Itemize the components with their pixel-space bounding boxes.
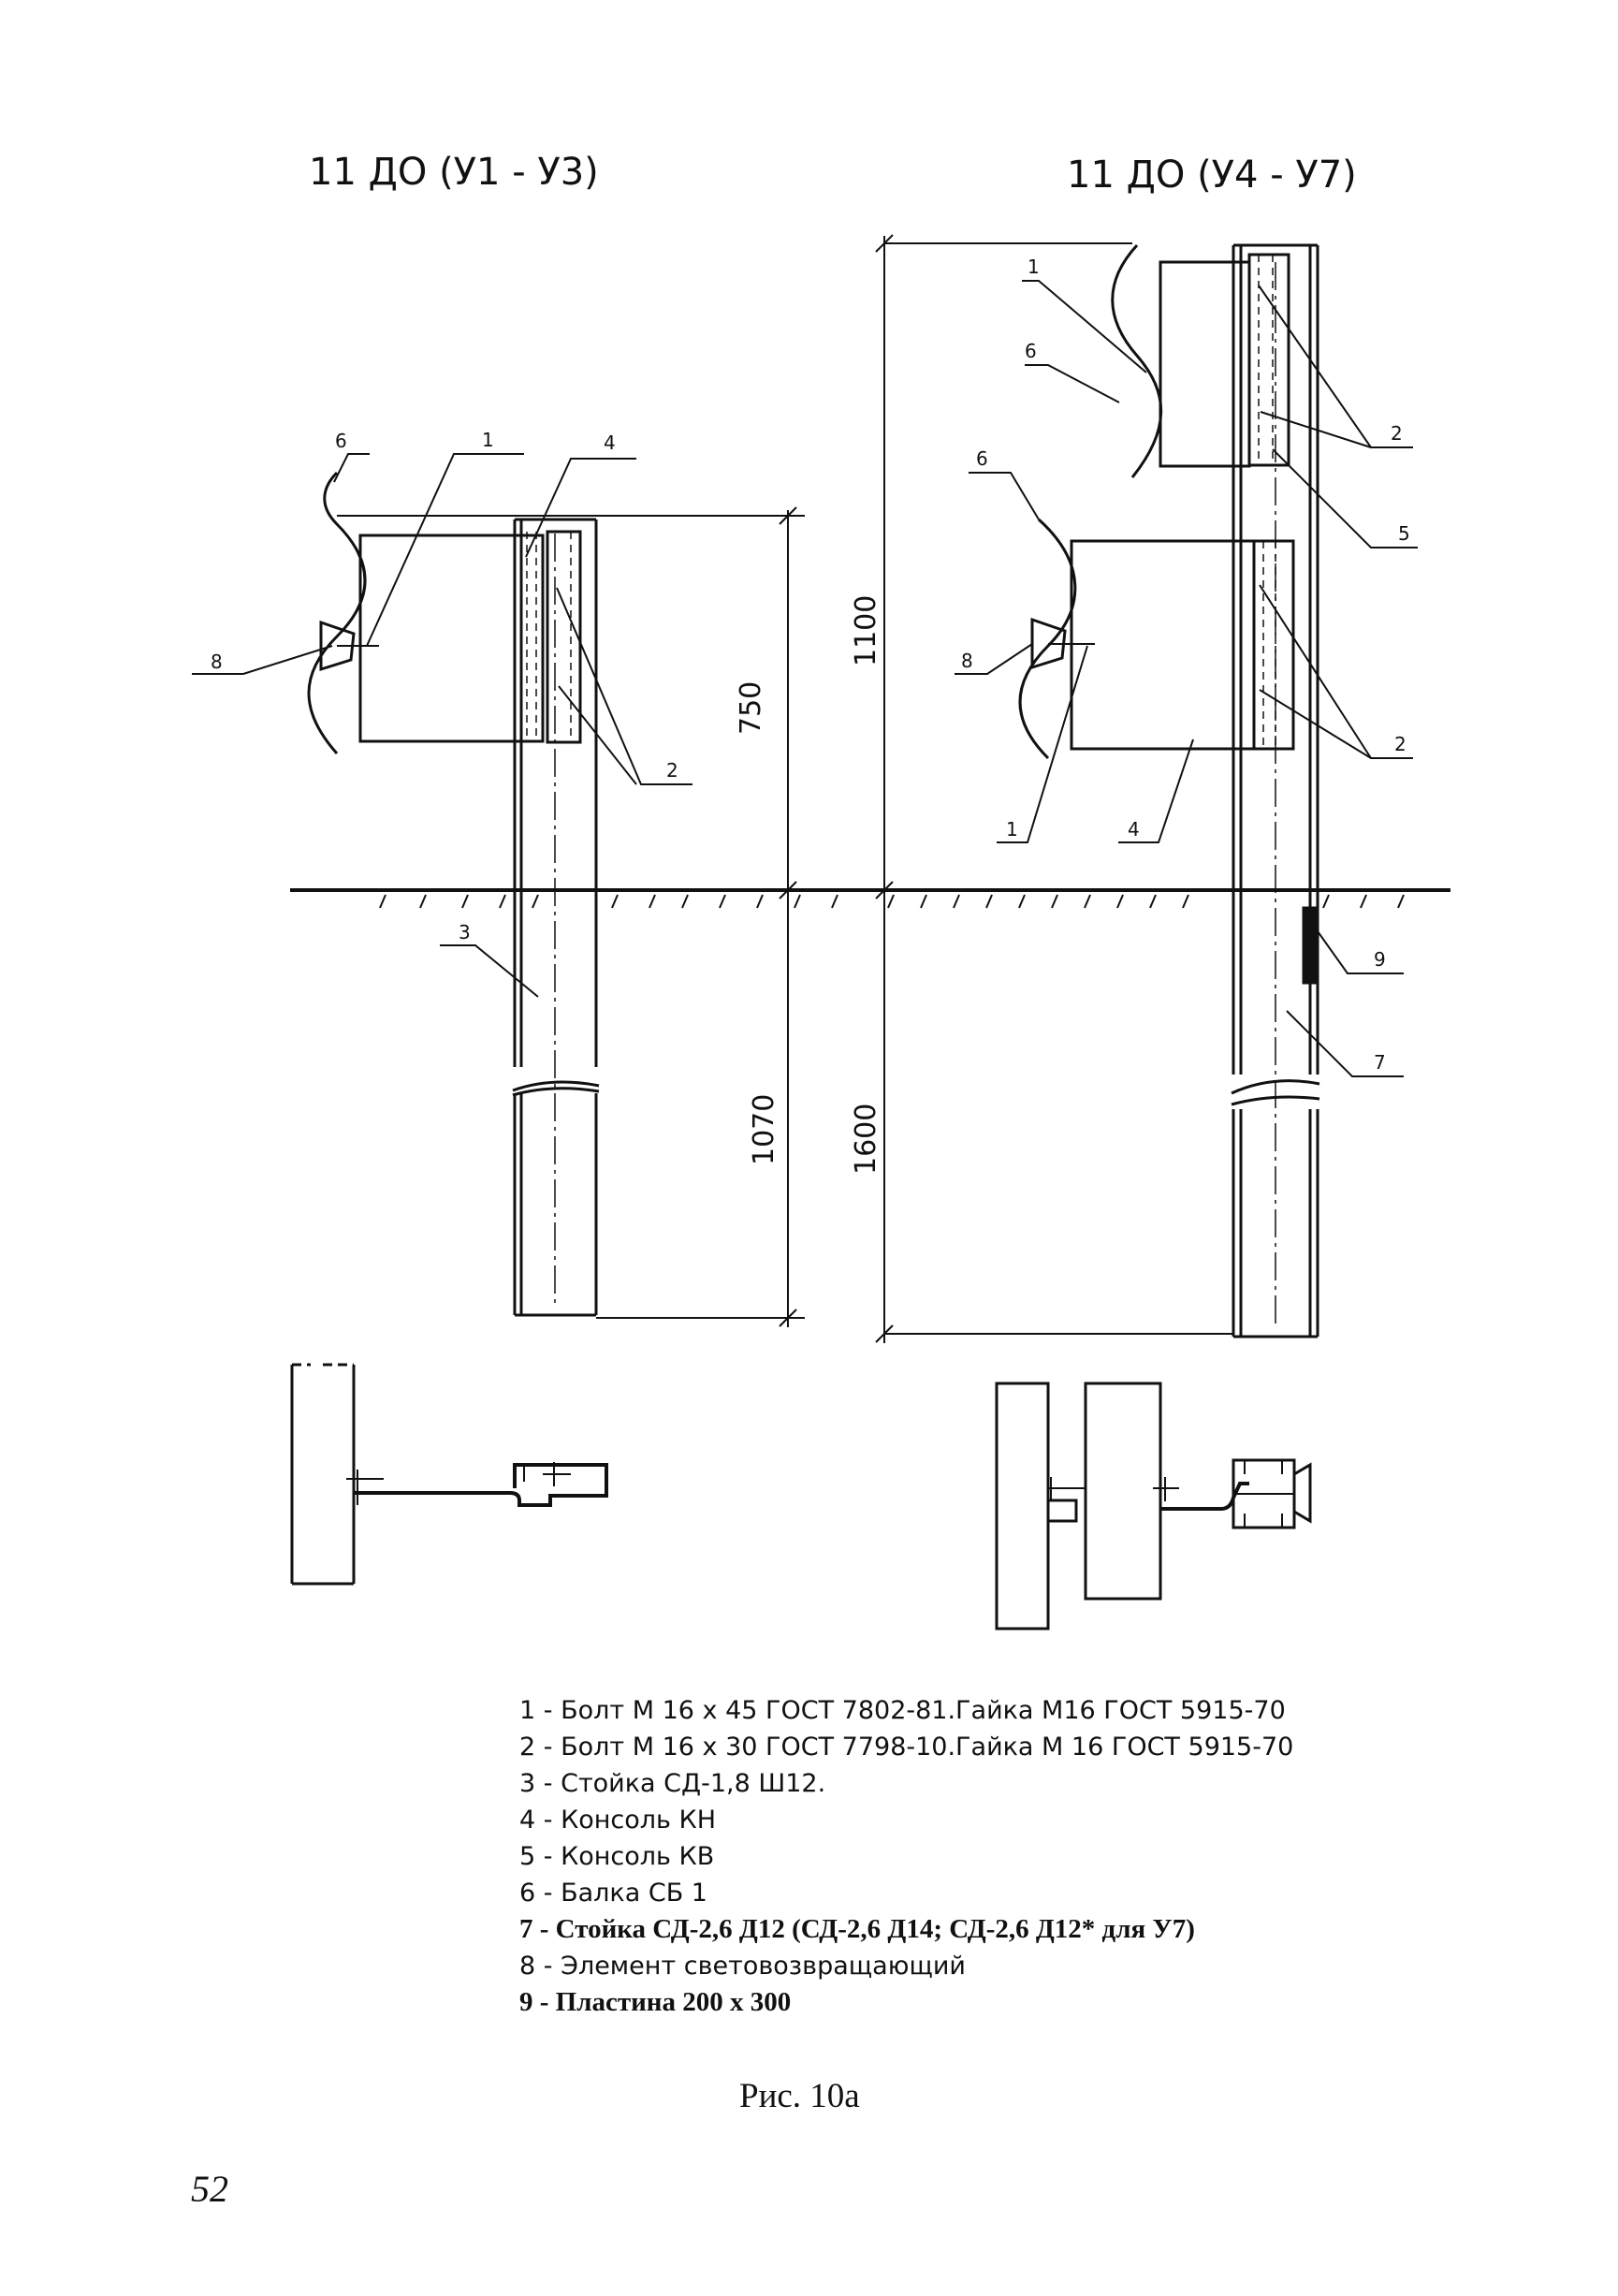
legend-item-3: 3 - Стойка СД-1,8 Ш12. <box>519 1769 826 1798</box>
callout-7-right: 7 <box>1374 1051 1386 1074</box>
legend-item-9: 9 - Пластина 200 х 300 <box>519 1987 792 2017</box>
right-lower-beam-profile <box>1018 518 1077 760</box>
callout-6-right-mid: 6 <box>976 447 988 470</box>
right-console-kn <box>1252 539 1295 751</box>
callout-1-left: 1 <box>482 429 494 451</box>
left-beam-profile <box>307 471 367 754</box>
callout-9-right: 9 <box>1374 948 1386 971</box>
callout-1-right-top: 1 <box>1028 256 1040 278</box>
callout-8-right: 8 <box>961 650 973 672</box>
callout-2-right-top: 2 <box>1391 422 1403 445</box>
callout-6-right-top: 6 <box>1025 340 1037 362</box>
right-lower-beam-block <box>1070 539 1256 751</box>
title-left: 11 ДО (У1 - У3) <box>309 151 599 194</box>
page-number: 52 <box>191 2168 228 2210</box>
dimension-1070: 1070 <box>748 1094 780 1165</box>
legend: 1 - Болт М 16 х 45 ГОСТ 7802-81.Гайка М1… <box>519 1692 1549 2021</box>
callout-2-left: 2 <box>666 759 678 782</box>
left-beam-block <box>358 534 545 743</box>
right-plate <box>1302 906 1319 985</box>
legend-item-4: 4 - Консоль КН <box>519 1806 717 1835</box>
right-upper-beam-block <box>1159 260 1251 468</box>
callout-8-left: 8 <box>211 651 223 673</box>
left-reflector <box>319 620 356 672</box>
callout-1-right-bottom: 1 <box>1006 818 1018 841</box>
legend-item-6: 6 - Балка СБ 1 <box>519 1879 707 1908</box>
callout-4-right: 4 <box>1128 818 1140 841</box>
legend-item-8: 8 - Элемент световозвращающий <box>519 1952 966 1981</box>
right-console-kv <box>1247 253 1290 467</box>
legend-item-7: 7 - Стойка СД-2,6 Д12 (СД-2,6 Д14; СД-2,… <box>519 1914 1195 1944</box>
left-post <box>512 518 600 1317</box>
legend-item-1: 1 - Болт М 16 х 45 ГОСТ 7802-81.Гайка М1… <box>519 1696 1286 1725</box>
legend-item-2: 2 - Болт М 16 х 30 ГОСТ 7798-10.Гайка М … <box>519 1733 1294 1762</box>
right-section-detail <box>995 1382 1312 1631</box>
dimension-1600: 1600 <box>850 1104 882 1175</box>
callout-3-left: 3 <box>459 921 471 943</box>
callout-4-left: 4 <box>604 431 616 454</box>
left-dimension-lines <box>337 506 805 1327</box>
figure-caption: Рис. 10а <box>739 2077 860 2115</box>
callout-6-left: 6 <box>335 430 347 452</box>
right-dimension-lines <box>875 234 1233 1343</box>
dimension-1100: 1100 <box>850 595 882 666</box>
right-post <box>1231 243 1320 1338</box>
callout-2-right-bottom: 2 <box>1394 733 1407 755</box>
legend-item-5: 5 - Консоль КВ <box>519 1842 715 1871</box>
right-upper-beam-profile <box>1111 243 1163 478</box>
dimension-750: 750 <box>735 681 767 735</box>
title-right: 11 ДО (У4 - У7) <box>1067 154 1357 197</box>
ground-hatching <box>379 894 1405 909</box>
right-reflector <box>1030 617 1067 670</box>
callout-5-right: 5 <box>1398 522 1410 545</box>
left-section-detail <box>290 1363 608 1586</box>
left-console-kn <box>526 530 582 744</box>
